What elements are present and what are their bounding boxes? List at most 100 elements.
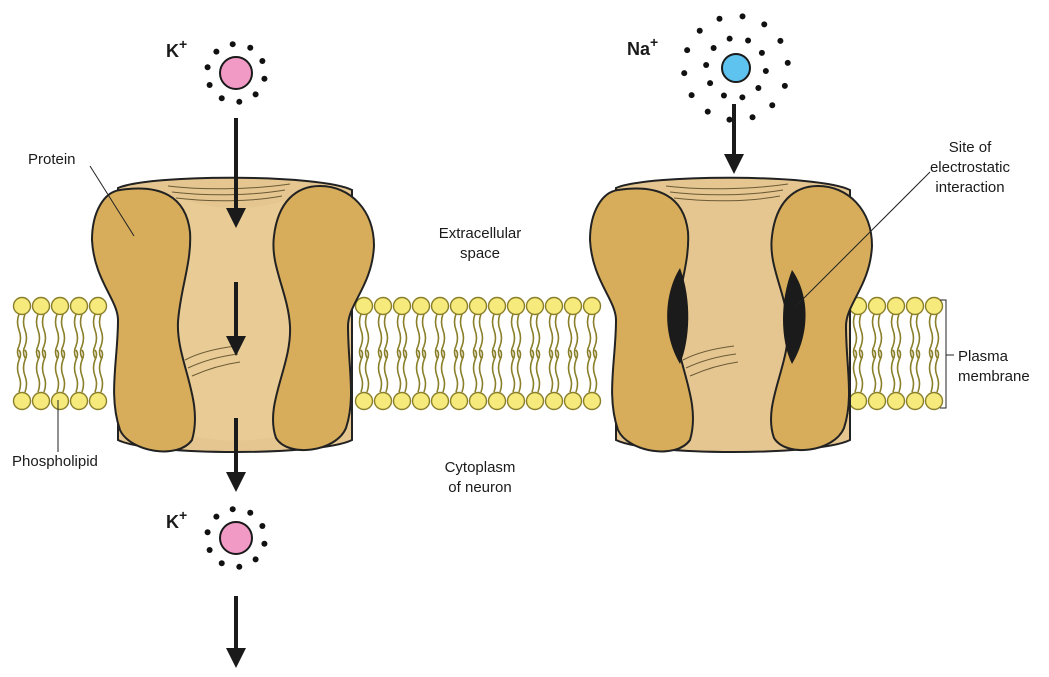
water-molecule-dot xyxy=(716,15,723,22)
water-molecule-dot xyxy=(204,529,211,536)
lipid-tail-upper xyxy=(852,313,864,359)
lipid-tail-lower xyxy=(16,349,28,393)
lipid-head-upper xyxy=(468,296,488,316)
lipid-head-lower xyxy=(354,391,374,411)
phospholipid xyxy=(449,296,469,411)
lipid-head-lower xyxy=(544,391,564,411)
lipid-head-lower xyxy=(31,391,51,411)
channel-hatching xyxy=(665,183,789,377)
sodium-channel xyxy=(588,176,874,453)
phospholipid xyxy=(886,296,906,411)
water-molecule-dot xyxy=(259,522,266,529)
lipid-tail-upper xyxy=(548,313,560,359)
lipid-tail-upper xyxy=(909,313,921,359)
lipid-tail-lower xyxy=(852,349,864,393)
membrane-bracket xyxy=(940,299,947,409)
ion-core xyxy=(721,53,751,83)
channel-subunit-right xyxy=(272,184,376,452)
lipid-tail-upper xyxy=(54,313,66,359)
lipid-tail-lower xyxy=(548,349,560,393)
k-label-top: K+ xyxy=(166,36,187,61)
lipid-tail-lower xyxy=(472,349,484,393)
phospholipid xyxy=(430,296,450,411)
lipid-head-lower xyxy=(12,391,32,411)
na-label: Na+ xyxy=(627,34,658,59)
water-molecule-dot xyxy=(726,116,733,123)
water-molecule-dot xyxy=(784,59,791,66)
lipid-tail-lower xyxy=(586,349,598,393)
k-label-bottom: K+ xyxy=(166,507,187,532)
phospholipid xyxy=(487,296,507,411)
protein-label: Protein xyxy=(28,151,76,168)
water-molecule-dot xyxy=(213,513,220,520)
lipid-head-upper xyxy=(582,296,602,316)
water-molecule-dot xyxy=(247,44,254,51)
lipid-head-lower xyxy=(525,391,545,411)
water-molecule-dot xyxy=(236,563,243,570)
water-molecule-dot xyxy=(206,547,213,554)
phospholipid xyxy=(506,296,526,411)
lipid-tail-upper xyxy=(491,313,503,359)
lipid-head-lower xyxy=(867,391,887,411)
potassium-ion-bottom xyxy=(204,506,268,570)
phospholipid xyxy=(905,296,925,411)
phospholipid xyxy=(525,296,545,411)
water-molecule-dot xyxy=(781,82,788,89)
lipid-tail-upper xyxy=(529,313,541,359)
lipid-head-lower xyxy=(487,391,507,411)
lipid-head-upper xyxy=(525,296,545,316)
water-molecule-dot xyxy=(755,84,762,91)
channel-subunit-left xyxy=(588,187,694,453)
lipid-tail-upper xyxy=(586,313,598,359)
lipid-tail-upper xyxy=(510,313,522,359)
lipid-head-lower xyxy=(924,391,944,411)
lipid-head-upper xyxy=(392,296,412,316)
electrostatic-site-right xyxy=(783,270,806,364)
lipid-head-upper xyxy=(867,296,887,316)
plasma-membrane-label-1: Plasma xyxy=(958,348,1009,365)
water-molecule-dot xyxy=(681,70,688,77)
water-molecule-dot xyxy=(229,506,236,513)
electrostatic-leader xyxy=(795,171,931,307)
sodium-ion xyxy=(681,13,791,123)
ion-core xyxy=(219,56,253,90)
lipid-head-upper xyxy=(50,296,70,316)
water-molecule-dot xyxy=(758,49,765,56)
water-molecule-dot xyxy=(252,91,259,98)
lipid-tail-lower xyxy=(453,349,465,393)
lipid-head-lower xyxy=(411,391,431,411)
lipid-head-upper xyxy=(905,296,925,316)
lipid-tail-lower xyxy=(567,349,579,393)
lipid-head-lower xyxy=(392,391,412,411)
lipid-head-upper xyxy=(354,296,374,316)
electrostatic-label-2: electrostatic xyxy=(930,159,1011,176)
water-molecule-dot xyxy=(236,98,243,105)
lipid-head-upper xyxy=(430,296,450,316)
water-molecule-dot xyxy=(761,21,768,28)
water-molecule-dot xyxy=(739,13,746,20)
extracellular-label-2: space xyxy=(460,245,500,262)
lipid-tail-lower xyxy=(890,349,902,393)
plasma-membrane-label-2: membrane xyxy=(958,368,1030,385)
electrostatic-label-3: interaction xyxy=(935,179,1004,196)
lipid-tail-lower xyxy=(510,349,522,393)
lipid-head-lower xyxy=(506,391,526,411)
leader-lines xyxy=(57,165,954,452)
phospholipid-label: Phospholipid xyxy=(12,453,98,470)
water-molecule-dot xyxy=(688,92,695,99)
lipid-head-upper xyxy=(924,296,944,316)
lipid-head-upper xyxy=(506,296,526,316)
lipid-head-lower xyxy=(373,391,393,411)
extracellular-label-1: Extracellular xyxy=(439,225,522,242)
cytoplasm-label-1: Cytoplasm xyxy=(445,459,516,476)
lipid-tail-upper xyxy=(73,313,85,359)
lipid-tail-upper xyxy=(567,313,579,359)
lipid-tail-upper xyxy=(928,313,940,359)
lipid-tail-upper xyxy=(358,313,370,359)
phospholipid xyxy=(563,296,583,411)
water-molecule-dot xyxy=(261,540,268,547)
water-molecule-dot xyxy=(739,94,746,101)
water-molecule-dot xyxy=(762,67,769,74)
